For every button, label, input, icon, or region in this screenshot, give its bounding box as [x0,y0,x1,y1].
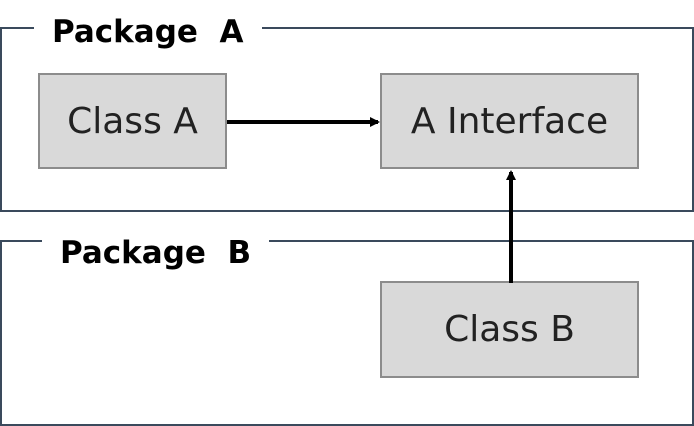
package-b-frame [0,240,694,426]
a-interface-box: A Interface [380,73,639,169]
class-b-box: Class B [380,281,639,378]
a-interface-label: A Interface [410,100,609,142]
class-a-label: Class A [67,100,198,142]
package-a-frame [0,27,694,212]
package-a-label: Package A [34,14,262,50]
package-b-label: Package B [42,235,270,271]
class-b-label: Class B [444,309,575,350]
class-a-box: Class A [38,73,227,169]
